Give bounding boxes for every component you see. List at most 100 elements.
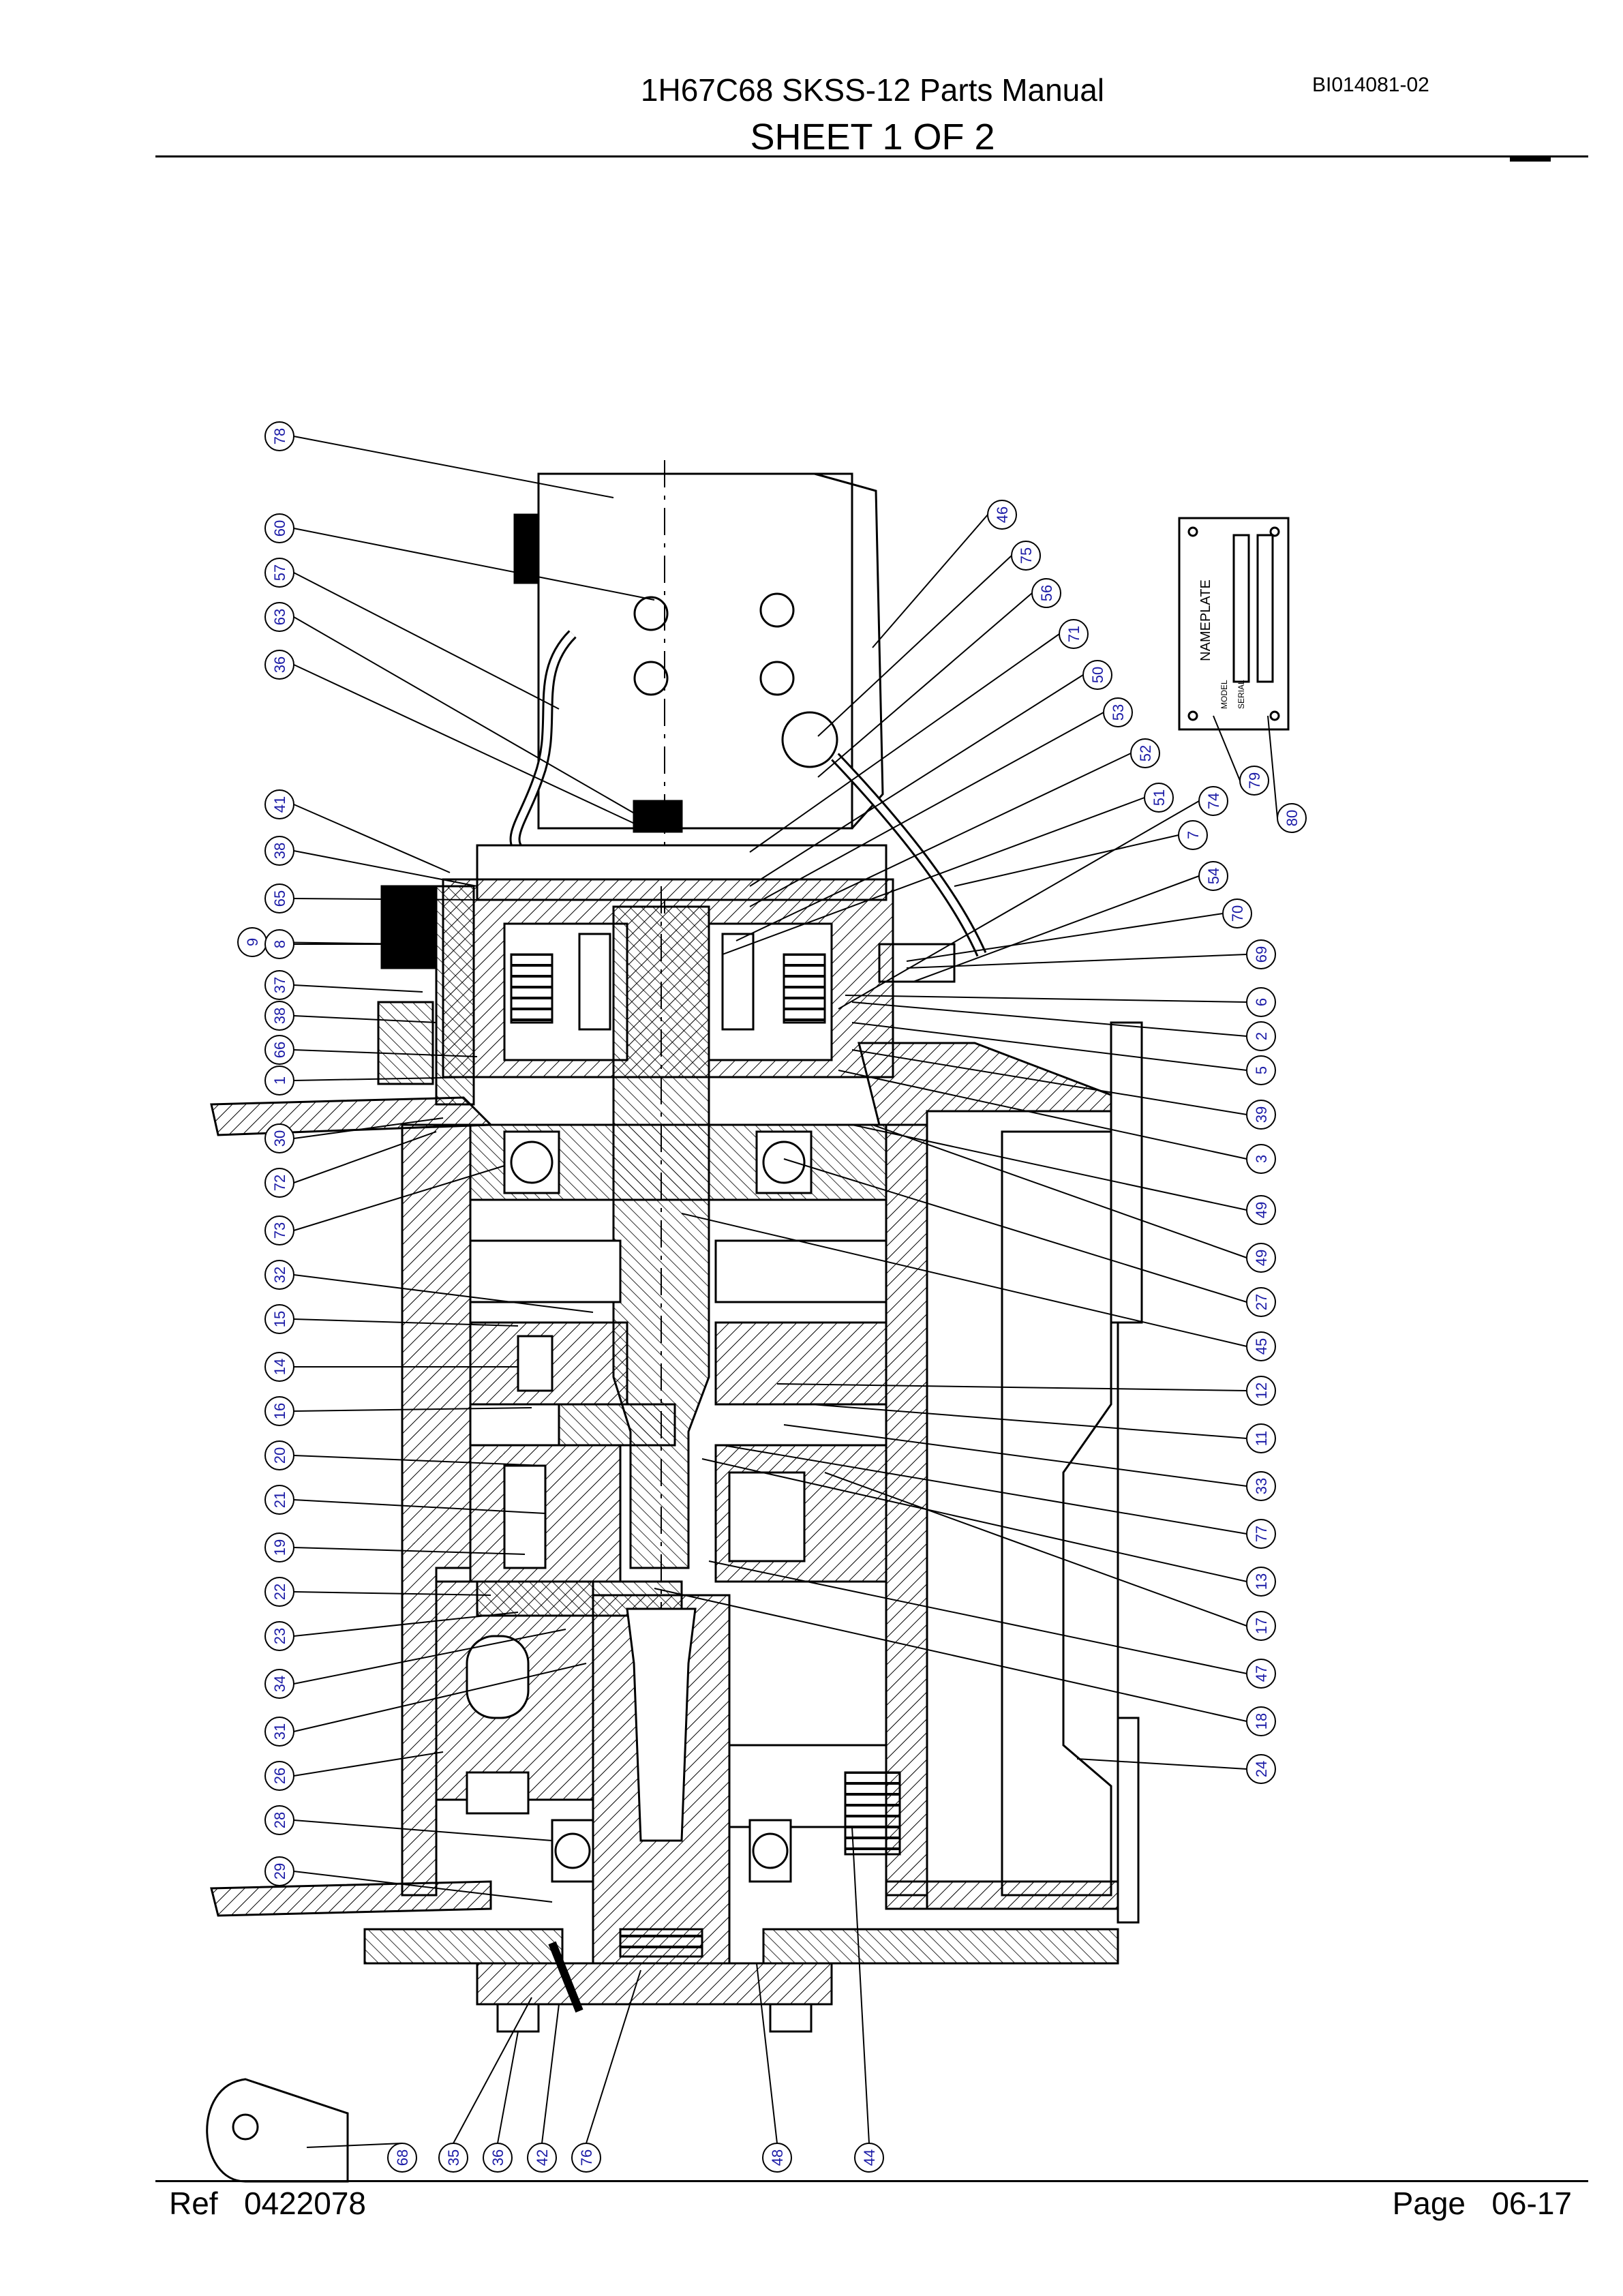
callout-left-26: 26 [264,1761,294,1791]
callout-left-20: 20 [264,1440,294,1470]
callout-circle [264,1215,294,1245]
callout-number: 36 [489,2149,506,2166]
callout-right-50: 50 [1082,660,1112,690]
callout-circle [264,1352,294,1382]
callout-right-5: 5 [1246,1055,1276,1085]
callout-circle [1082,660,1112,690]
callout-number: 79 [1246,772,1263,789]
callout-number: 38 [271,1008,288,1024]
callout-circle [1059,619,1089,649]
leader-line [586,1969,641,2144]
lifting-tab [206,2078,349,2183]
leader-line [851,1001,1247,1037]
leader-line [293,1751,444,1777]
callout-left-63: 63 [264,602,294,632]
callout-right-7: 7 [1178,820,1208,850]
callout-bottom-42: 42 [527,2143,557,2173]
footer-ref-value: 0422078 [243,2186,367,2221]
callout-right-2: 2 [1246,1021,1276,1051]
callout-left-73: 73 [264,1215,294,1245]
callout-circle [1011,541,1041,571]
nameplate-label: NAMEPLATE [1198,579,1213,661]
leader-line [824,1472,1247,1627]
leader-line [541,2004,560,2144]
leader-line [293,1455,546,1466]
callout-number: 18 [1253,1713,1270,1729]
callout-number: 36 [271,656,288,673]
leader-line [708,1560,1247,1674]
callout-number: 9 [244,938,261,946]
leader-line [851,1049,1247,1115]
callout-number: 23 [271,1628,288,1644]
callout-circle [1103,697,1133,727]
callout-circle [1246,1519,1276,1549]
callout-right-46: 46 [987,500,1017,530]
leader-line [654,1588,1247,1722]
leader-line [453,1997,532,2144]
callout-number: 2 [1253,1032,1270,1040]
leader-line [851,1826,870,2144]
document-number: BI014081-02 [1312,74,1429,96]
callout-circle [264,1532,294,1562]
callout-circle [1246,1100,1276,1130]
callout-right-45: 45 [1246,1331,1276,1361]
callout-right-33: 33 [1246,1471,1276,1501]
callout-circle [264,1485,294,1515]
leader-line [293,1591,491,1596]
leader-line [851,1022,1247,1071]
callout-left-30: 30 [264,1123,294,1153]
callout-circle [264,1035,294,1065]
callout-number: 52 [1137,745,1154,761]
callout-circle [264,1621,294,1651]
nameplate-model-label: MODEL [1219,680,1229,709]
leader-line [722,797,1145,955]
callout-circle [264,929,294,959]
leader-line [749,633,1060,853]
callout-right-6: 6 [1246,987,1276,1017]
callout-number: 78 [271,428,288,444]
leader-line [293,1547,526,1555]
callout-number: 65 [271,890,288,907]
callout-number: 46 [994,507,1011,523]
footer-ref-label: Ref [169,2186,218,2221]
leader-line [776,1383,1247,1391]
callout-number: 14 [271,1359,288,1375]
callout-number: 13 [1253,1573,1270,1590]
callout-number: 66 [271,1042,288,1058]
callout-circle [1246,1471,1276,1501]
leader-line [783,1424,1247,1487]
callout-circle [264,1805,294,1835]
leader-line [1076,1758,1247,1770]
callout-circle [1246,1567,1276,1597]
callout-left-28: 28 [264,1805,294,1835]
callout-number: 72 [271,1175,288,1191]
footer-page: Page 06-17 [1393,2185,1572,2222]
callout-number: 21 [271,1492,288,1508]
leader-line [954,834,1179,887]
callout-right-69: 69 [1246,939,1276,969]
callout-number: 49 [1253,1202,1270,1218]
callout-number: 56 [1038,585,1055,601]
callout-circle [264,1396,294,1426]
callout-number: 39 [1253,1106,1270,1123]
callout-right-71: 71 [1059,619,1089,649]
callout-left-32: 32 [264,1260,294,1290]
callout-left-9: 9 [237,927,267,957]
callout-left-15: 15 [264,1304,294,1334]
footer-reference: Ref 0422078 [169,2185,366,2222]
callout-circle [264,421,294,451]
callout-left-21: 21 [264,1485,294,1515]
callout-circle [264,513,294,543]
leader-line [749,674,1084,887]
callout-number: 69 [1253,946,1270,963]
callout-circle [1246,1611,1276,1641]
callout-circle [264,970,294,1000]
leader-line [293,1407,532,1412]
callout-bottom-36: 36 [483,2143,513,2173]
callout-left-34: 34 [264,1669,294,1699]
callout-circle [387,2143,417,2173]
callout-number: 34 [271,1676,288,1692]
leader-line [293,1612,519,1637]
leader-line [735,753,1132,941]
callout-left-16: 16 [264,1396,294,1426]
